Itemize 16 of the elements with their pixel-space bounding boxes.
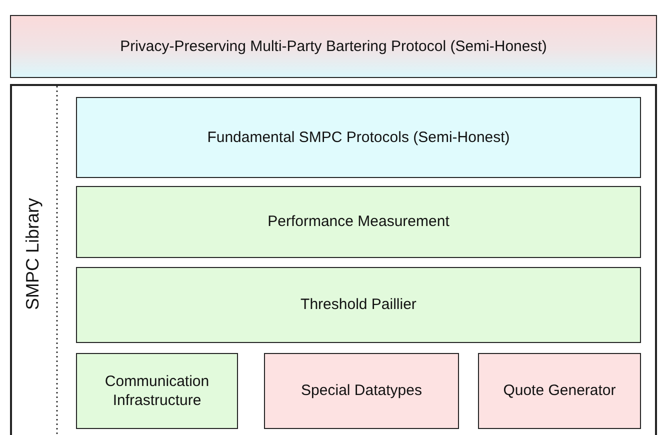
module-box <box>76 353 238 429</box>
box-label: Communication Infrastructure <box>104 372 210 410</box>
vertical-label: SMPC Library <box>21 198 44 310</box>
module-box <box>264 353 459 429</box>
box-label: Threshold Paillier <box>300 295 418 315</box>
layer-box <box>76 97 641 178</box>
box-label: Fundamental SMPC Protocols (Semi-Honest) <box>206 128 511 148</box>
layer-box <box>76 267 641 343</box>
header-box <box>10 15 657 78</box>
box-label: Special Datatypes <box>300 381 423 401</box>
module-box <box>478 353 641 429</box>
box-label: Performance Measurement <box>266 212 450 232</box>
box-label: Privacy-Preserving Multi-Party Bartering Protocol (Semi-Honest) <box>119 36 548 56</box>
library-frame <box>10 84 657 435</box>
box-label: Quote Generator <box>502 381 617 401</box>
layer-box <box>76 186 641 258</box>
